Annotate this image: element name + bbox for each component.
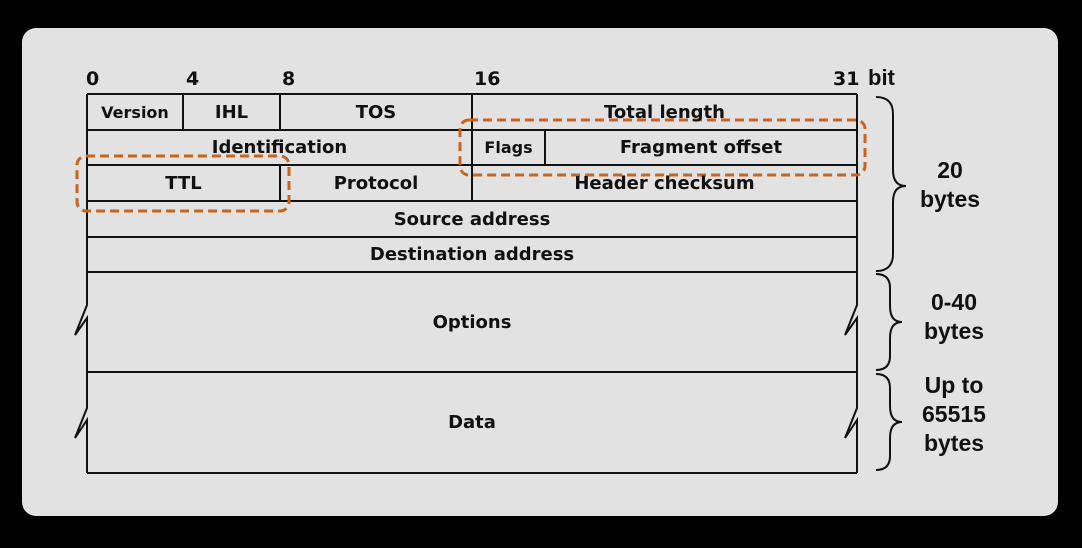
size-braces [875,96,907,471]
bit-tick-16: 16 [474,68,501,90]
field-fragment-offset: Fragment offset [619,137,783,158]
data-size-number: 65515 [922,401,986,427]
field-options: Options [432,311,512,333]
field-ttl: TTL [165,172,202,194]
options-size-label: 0-40 bytes [912,288,996,346]
header-size-unit: bytes [919,186,981,212]
highlight-boxes [75,118,867,213]
header-grid [86,93,858,474]
field-data: Data [448,412,496,433]
data-size-unit: bytes [923,430,985,456]
field-tos: TOS [355,101,397,123]
header-size-label: 20 bytes [910,156,990,214]
bit-tick-8: 8 [282,68,296,90]
options-size-range: 0-40 [930,289,978,315]
bit-tick-0: 0 [86,68,100,90]
options-size-unit: bytes [923,318,985,344]
field-flags: Flags [484,138,533,157]
ttl-highlight [75,154,291,213]
bit-unit-label: bit [868,65,895,90]
field-protocol: Protocol [333,172,419,194]
field-identification: Identification [211,137,348,158]
field-ihl: IHL [214,101,249,123]
field-source-address: Source address [393,208,551,230]
field-version: Version [101,102,169,122]
field-header-checksum: Header checksum [574,172,755,194]
data-size-label: Up to 65515 bytes [912,371,996,458]
header-size-number: 20 [937,157,963,183]
data-size-prefix: Up to [924,372,984,398]
variable-section-borders [74,272,858,473]
field-destination-address: Destination address [369,244,575,265]
flags-offset-highlight [458,118,867,177]
bit-tick-4: 4 [186,68,200,90]
bit-tick-31: 31 [833,68,860,90]
field-total-length: Total length [604,101,725,123]
